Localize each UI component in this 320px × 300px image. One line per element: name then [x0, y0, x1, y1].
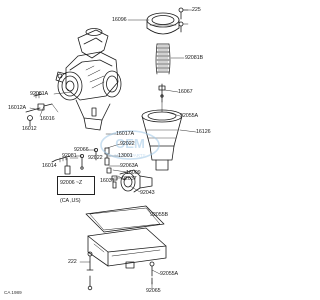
label-16014: 16014	[42, 163, 57, 169]
diagram-artwork	[25, 7, 197, 291]
carburetor-body	[55, 28, 122, 131]
label-92066: 92066	[74, 147, 89, 153]
label-16009: 16009	[126, 170, 141, 176]
label-16016: 16016	[40, 116, 55, 122]
float-bowl	[87, 227, 167, 269]
leader-lines	[29, 9, 197, 289]
label-92055a-right: 92055A	[180, 113, 198, 119]
label-13001: 13001	[118, 153, 133, 159]
label-222: 222	[68, 259, 77, 265]
label-92063a: 92063A	[120, 163, 138, 169]
jet-needle	[158, 83, 166, 113]
label-92022: 92022	[88, 155, 103, 161]
label-16031: 16031	[100, 178, 115, 184]
label-92065: 92065	[146, 288, 161, 294]
label-16012: 16012	[22, 126, 37, 132]
label-16126: 16126	[196, 129, 211, 135]
label-92081: 92081	[62, 153, 77, 159]
oem-watermark: OEM MOTORPARTS	[100, 130, 160, 160]
label-92081a: 92081A	[30, 91, 48, 97]
label-16012a: 16012A	[8, 105, 26, 111]
label-92037: 92037	[122, 176, 137, 182]
pilot-screw	[51, 155, 71, 163]
top-cap	[146, 12, 180, 35]
watermark-sub: MOTORPARTS	[114, 153, 145, 158]
label-16017a: 16017A	[116, 131, 134, 137]
spring	[155, 43, 171, 75]
bowl-screws	[149, 261, 155, 285]
screw-bottom-left	[86, 251, 94, 291]
left-small-parts	[25, 91, 53, 127]
label-92022-top: 92022	[120, 141, 135, 147]
figure-footer: CA 1989	[4, 290, 22, 295]
float-assembly	[119, 169, 153, 193]
exploded-parts-diagram: OEM MOTORPARTS 16096 225 92081B 16067 92…	[4, 7, 211, 295]
screw-top	[178, 7, 189, 33]
label-92055b: 92055B	[150, 212, 168, 218]
label-92006-ca: 92006 ~Z	[60, 180, 83, 186]
vacuum-piston	[141, 109, 183, 171]
ca-us-parts-box	[57, 176, 95, 195]
label-92081b: 92081B	[185, 55, 203, 61]
label-16096: 16096	[112, 17, 127, 23]
label-225: 225	[192, 7, 201, 13]
label-16067: 16067	[178, 89, 193, 95]
label-92043: 92043	[140, 190, 155, 196]
watermark-brand: OEM	[115, 136, 145, 151]
label-ca-us: (CA ,US)	[60, 198, 81, 204]
float-bowl-gasket	[85, 205, 165, 233]
label-92055a-bottom: 92055A	[160, 271, 178, 277]
